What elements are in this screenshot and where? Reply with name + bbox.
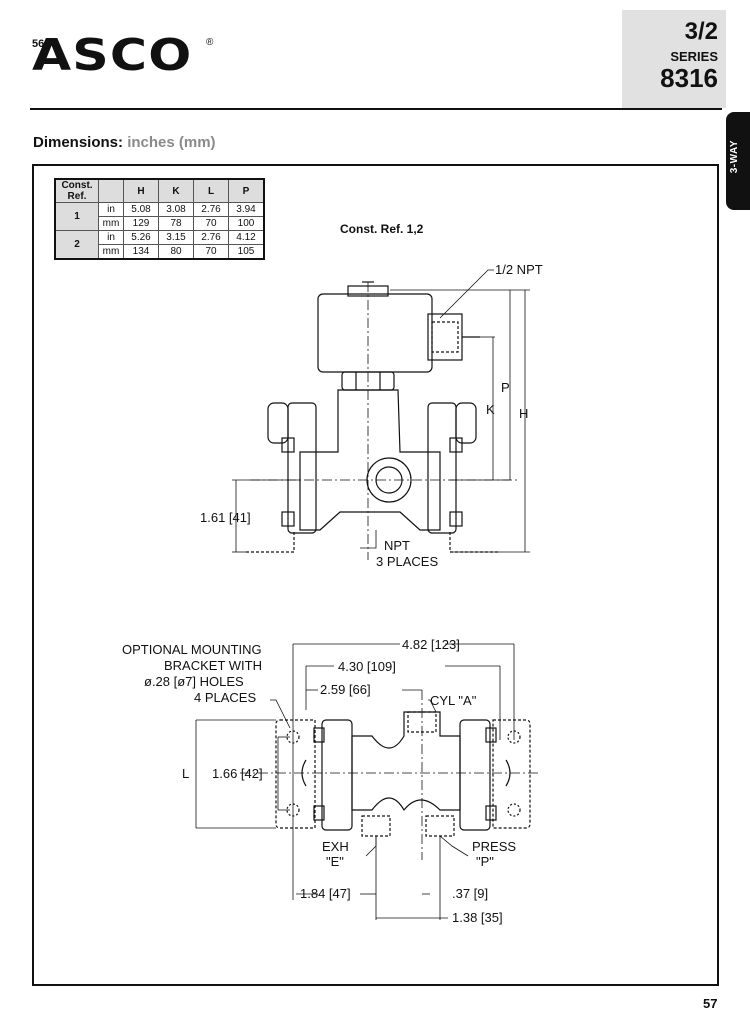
- series-label: SERIES: [670, 49, 718, 64]
- plan-view-labels: OPTIONAL MOUNTING BRACKET WITH ø.28 [ø7]…: [122, 637, 516, 925]
- registered-mark: ®: [206, 37, 214, 48]
- dim-h-label: H: [519, 406, 528, 421]
- front-view-labels: 1/2 NPT P K H 1.61 [41] NPT 3 PLACES: [200, 262, 543, 569]
- dim-430-label: 4.30 [109]: [338, 659, 396, 674]
- press-label: PRESS: [472, 839, 516, 854]
- table-header: H: [123, 178, 159, 203]
- dim-138-label: 1.38 [35]: [452, 910, 503, 925]
- press-port-label: "P": [476, 854, 494, 869]
- npt-top-label: 1/2 NPT: [495, 262, 543, 277]
- table-header: [98, 178, 124, 203]
- table-row: mm 134 80 70 105: [55, 244, 265, 260]
- dim-height-label: 1.61 [41]: [200, 510, 251, 525]
- dim-k-label: K: [486, 402, 495, 417]
- table-cell: 3.15: [158, 230, 194, 245]
- front-view-centerlines: [232, 269, 530, 560]
- section-title: Dimensions: inches (mm): [33, 134, 216, 151]
- asco-logo: ASCO 56 ®: [30, 30, 213, 86]
- table-cell: 80: [158, 244, 194, 260]
- mounting-note-line3: ø.28 [ø7] HOLES: [144, 674, 244, 689]
- page-number: 57: [703, 996, 718, 1011]
- section-title-units: inches (mm): [127, 134, 216, 151]
- dimensions-table: Const. Ref. H K L P 1 in 5.08 3.08 2.76 …: [54, 178, 265, 260]
- drawing-frame: [32, 164, 719, 986]
- table-cell: 5.26: [123, 230, 159, 245]
- table-row: 1 in 5.08 3.08 2.76 3.94: [54, 202, 265, 231]
- mounting-note-line1: OPTIONAL MOUNTING: [122, 642, 262, 657]
- plan-view: [275, 711, 531, 837]
- header-rule: [30, 108, 722, 110]
- dim-259-label: 2.59 [66]: [320, 682, 371, 697]
- table-cell: 105: [228, 244, 265, 260]
- table-row: 2 in 5.26 3.15 2.76 4.12: [54, 230, 265, 260]
- table-cell-ref: 1: [54, 202, 99, 231]
- series-box: 3/2 SERIES 8316: [622, 10, 726, 108]
- side-tab: 3-WAY: [726, 112, 750, 210]
- table-cell: 2.76: [193, 230, 229, 245]
- series-fraction: 3/2: [684, 18, 718, 45]
- section-title-bold: Dimensions:: [33, 134, 124, 151]
- page-reference: 56: [32, 38, 45, 50]
- dim-184-label: 1.84 [47]: [300, 886, 351, 901]
- table-cell-ref: 2: [54, 230, 99, 260]
- dim-166-label: 1.66 [42]: [212, 766, 263, 781]
- front-view: [246, 281, 498, 553]
- dim-482-label: 4.82 [123]: [402, 637, 460, 652]
- table-header: P: [228, 178, 265, 203]
- exh-port-label: "E": [326, 854, 344, 869]
- table-header: K: [158, 178, 194, 203]
- dim-p-label: P: [501, 380, 510, 395]
- brand-wordmark: ASCO: [32, 30, 193, 81]
- cyl-a-label: CYL "A": [430, 693, 477, 708]
- dim-l-label: L: [182, 766, 189, 781]
- table-cell: 4.12: [228, 230, 265, 245]
- table-header-row: Const. Ref. H K L P: [54, 178, 265, 203]
- table-cell: 70: [193, 244, 229, 260]
- table-cell: 134: [123, 244, 159, 260]
- dim-037-label: .37 [9]: [452, 886, 488, 901]
- table-header: L: [193, 178, 229, 203]
- series-number: 8316: [660, 63, 718, 93]
- exh-label: EXH: [322, 839, 349, 854]
- mounting-note-line4: 4 PLACES: [194, 690, 256, 705]
- table-header: Const. Ref.: [54, 178, 99, 203]
- mounting-note-line2: BRACKET WITH: [164, 658, 262, 673]
- table-cell-unit: mm: [98, 244, 124, 260]
- npt-ports-count: 3 PLACES: [376, 554, 438, 569]
- plan-view-dimensions: [195, 643, 540, 920]
- const-ref-label: Const. Ref. 1,2: [340, 222, 424, 236]
- npt-ports-label: NPT: [384, 538, 410, 553]
